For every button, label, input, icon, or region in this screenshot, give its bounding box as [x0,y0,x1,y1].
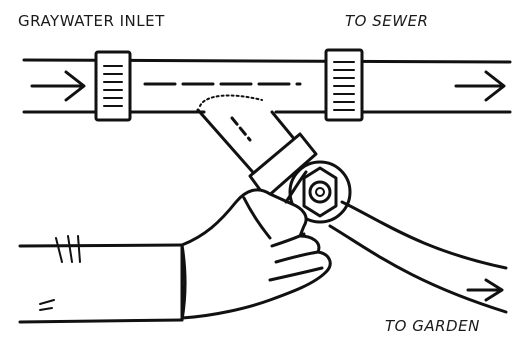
left-coupling [96,52,130,120]
sleeve [20,236,185,322]
garden-hose [330,202,506,312]
sewer-label: TO SEWER [345,14,428,29]
garden-label: TO GARDEN [385,319,480,334]
right-coupling [326,50,362,120]
inlet-label: GRAYWATER INLET [18,14,165,29]
sewer-flow-arrow [456,72,504,100]
inlet-flow-arrow [32,72,84,100]
